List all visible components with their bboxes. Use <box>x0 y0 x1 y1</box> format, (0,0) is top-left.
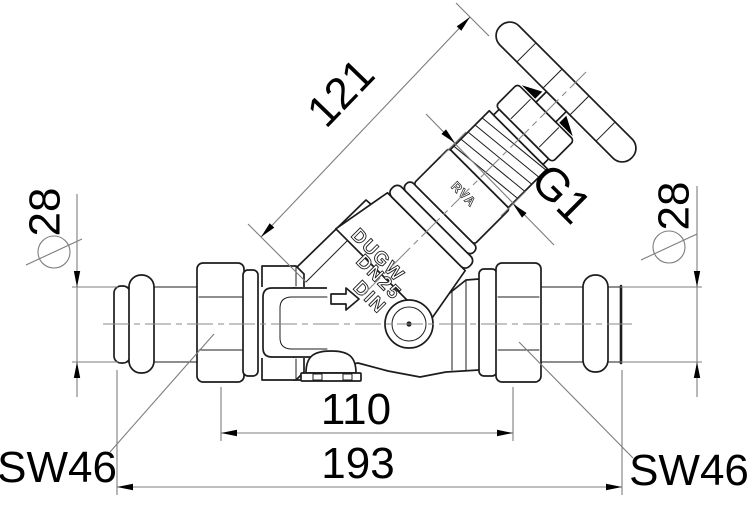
arrowhead <box>117 483 133 491</box>
union-nut-left <box>196 262 245 383</box>
arrowhead <box>606 483 622 491</box>
flange-top-tab <box>261 265 305 287</box>
leader-line <box>518 341 634 459</box>
arrowhead <box>261 223 275 237</box>
dimension-dia28-right: 28 <box>620 182 702 397</box>
packing-nut-hex-line <box>538 127 560 148</box>
dimension-value-193: 193 <box>321 439 394 488</box>
dimension-line <box>260 16 471 238</box>
extension-line <box>455 2 490 37</box>
stem-shadow <box>521 85 543 99</box>
flange-bracket-inner <box>279 296 328 350</box>
arrowhead <box>441 129 455 143</box>
left-adapter-ring <box>242 269 259 377</box>
arrowhead <box>221 429 237 437</box>
extension-line <box>247 223 307 283</box>
dimension-value-121: 121 <box>298 50 384 137</box>
dimension-value-28-left: 28 <box>21 188 70 237</box>
centerline-stem-axis <box>361 71 587 297</box>
diameter-symbol <box>25 235 83 269</box>
inlet-ribbed-flange <box>261 265 328 381</box>
diameter-symbol <box>640 230 698 264</box>
flange-bottom-tab <box>261 358 305 381</box>
press-fitting-left <box>113 274 199 374</box>
extension-line <box>440 131 467 158</box>
dimension-value-28-right: 28 <box>650 182 699 231</box>
arrowhead <box>513 204 527 218</box>
stem-shadow <box>559 115 573 137</box>
arrowhead <box>456 17 470 31</box>
label-sw46-left: SW46 <box>0 333 215 492</box>
right-adapter-ring <box>478 268 498 377</box>
flange-bracket <box>262 287 327 358</box>
wrench-size-right: SW46 <box>629 446 749 495</box>
arrowhead <box>693 362 701 378</box>
dimension-dia28-left: 28 <box>21 188 118 397</box>
arrowhead <box>693 271 701 287</box>
dimension-port-distance-110: 110 <box>220 385 514 441</box>
arrowhead <box>73 271 81 287</box>
drain-plug <box>300 350 362 382</box>
dimension-value-110: 110 <box>321 385 391 434</box>
flow-direction-arrow-icon <box>330 287 360 311</box>
union-nut-right <box>495 262 542 383</box>
leader-line <box>109 333 215 453</box>
label-sw46-right: SW46 <box>518 341 749 495</box>
arrowhead <box>497 429 513 437</box>
packing-nut-hex-line <box>510 98 531 120</box>
arrowhead <box>73 362 81 378</box>
dimension-overall-193: 193 <box>116 370 623 495</box>
handwheel-spoke-lines <box>517 43 615 141</box>
wrench-size-left: SW46 <box>0 443 117 492</box>
